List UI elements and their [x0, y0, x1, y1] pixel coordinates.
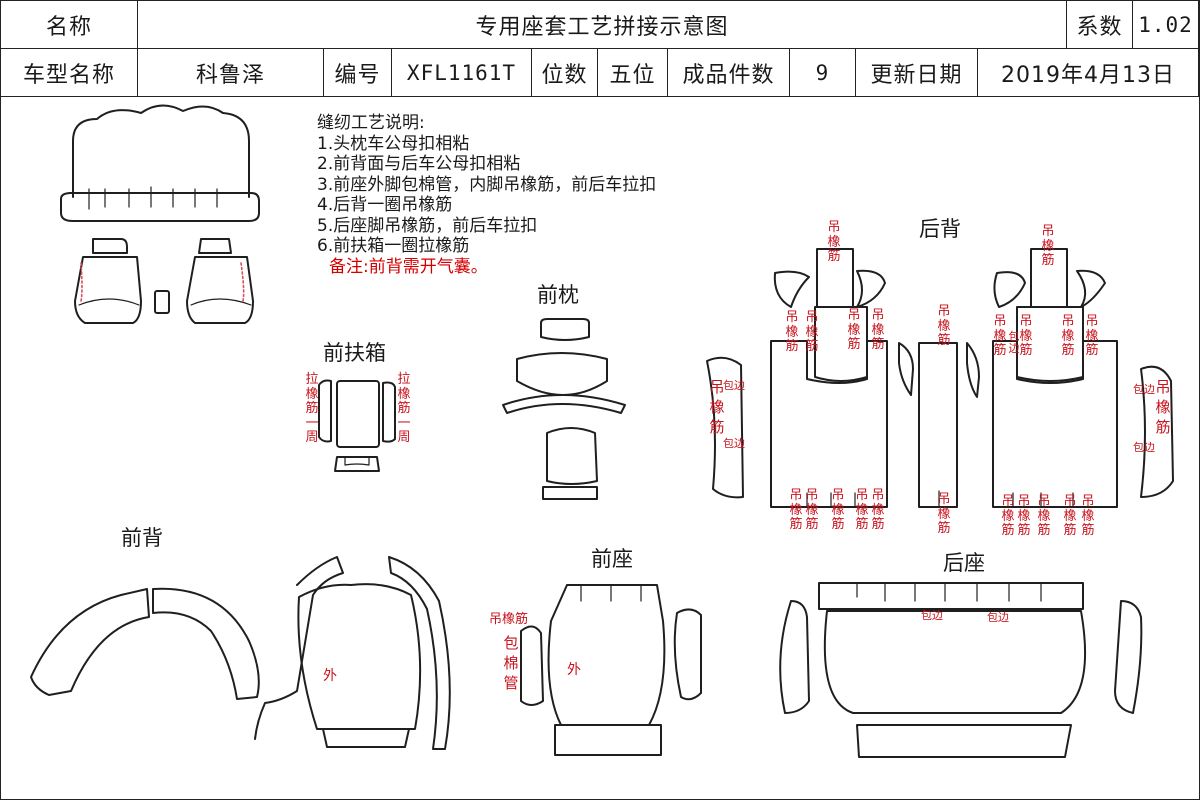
label-pull-elastic-loop: 拉橡筋一周: [305, 372, 319, 445]
code-label: 编号: [324, 49, 392, 97]
label-hang-elastic: 吊橡筋: [831, 488, 845, 532]
label-binding: 包边: [1133, 441, 1155, 454]
label-hang-elastic: 吊橡筋: [855, 488, 869, 532]
note-item: 4.后背一圈吊橡筋: [317, 195, 453, 215]
label-hang-elastic: 吊橡筋: [1019, 314, 1033, 358]
notes-remark: 备注:前背需开气囊。: [329, 256, 488, 277]
label-hang-elastic: 吊橡筋: [1085, 314, 1099, 358]
label-hang-elastic: 吊橡筋: [993, 314, 1007, 358]
sewing-notes: 缝纫工艺说明: 1.头枕车公母扣相粘 2.前背面与后车公母扣相粘 3.前座外脚包…: [317, 113, 656, 277]
header-table: 名称 专用座套工艺拼接示意图 系数 1.02 车型名称 科鲁泽 编号 XFL11…: [1, 1, 1199, 97]
label-hang-elastic: 吊橡筋: [489, 612, 529, 627]
coef-label: 系数: [1067, 1, 1133, 49]
label-binding: 包边: [987, 611, 1009, 624]
label-wrap-tube: 包棉管: [503, 634, 519, 692]
note-item: 5.后座脚吊橡筋，前后车拉扣: [317, 215, 538, 236]
model-label: 车型名称: [1, 49, 138, 97]
label-hang-elastic: 吊橡筋: [871, 488, 885, 532]
note-item: 1.头枕车公母扣相粘: [317, 133, 470, 154]
label-binding: 包边: [1008, 330, 1020, 355]
label-outer: 外: [567, 662, 581, 678]
label-binding: 包边: [1133, 383, 1155, 396]
label-hang-elastic: 吊橡筋: [1155, 378, 1171, 436]
front-armrest-pattern: [318, 379, 396, 472]
rear-seat-pattern: [779, 582, 1143, 758]
label-hang-elastic: 吊橡筋: [827, 220, 841, 264]
label-outer: 外: [323, 668, 337, 684]
label-hang-elastic: 吊橡筋: [789, 488, 803, 532]
code-value: XFL1161T: [392, 49, 532, 97]
section-title-rear-back: 后背: [919, 217, 961, 241]
front-headrest-pattern: [502, 318, 626, 500]
date-value: 2019年4月13日: [978, 49, 1199, 97]
pieces-label: 成品件数: [668, 49, 790, 97]
model-value: 科鲁泽: [138, 49, 324, 97]
label-hang-elastic: 吊橡筋: [1041, 224, 1055, 268]
pieces-value: 9: [790, 49, 856, 97]
note-item: 6.前扶箱一圈拉橡筋: [317, 236, 470, 256]
front-seat-pattern: [520, 584, 702, 756]
pattern-drawing: [30, 104, 1174, 758]
label-hang-elastic: 吊橡筋: [847, 308, 861, 352]
label-hang-elastic: 吊橡筋: [871, 308, 885, 352]
section-title-front-seat: 前座: [591, 547, 633, 571]
label-hang-elastic: 吊橡筋: [937, 492, 951, 536]
date-label: 更新日期: [856, 49, 978, 97]
notes-heading: 缝纫工艺说明:: [317, 113, 425, 133]
note-item: 2.前背面与后车公母扣相粘: [317, 154, 521, 174]
label-hang-elastic: 吊橡筋: [937, 304, 951, 348]
seats-label: 位数: [532, 49, 598, 97]
doc-title: 专用座套工艺拼接示意图: [138, 1, 1067, 49]
label-pull-elastic-loop: 拉橡筋一周: [397, 372, 411, 445]
label-hang-elastic: 吊橡筋: [805, 310, 819, 354]
label-binding: 包边: [723, 379, 745, 392]
section-title-rear-seat: 后座: [943, 551, 985, 575]
coef-value: 1.02: [1133, 1, 1199, 49]
label-hang-elastic: 吊橡筋: [805, 488, 819, 532]
section-title-front-armrest: 前扶箱: [323, 341, 386, 365]
label-hang-elastic: 吊橡筋: [1001, 494, 1015, 538]
rear-back-pattern: [706, 248, 1174, 508]
seats-value: 五位: [598, 49, 668, 97]
note-item: 3.前座外脚包棉管，内脚吊橡筋，前后车拉扣: [317, 174, 657, 195]
label-hang-elastic: 吊橡筋: [1061, 314, 1075, 358]
name-label: 名称: [1, 1, 138, 49]
label-hang-elastic: 吊橡筋: [1063, 494, 1077, 538]
section-title-front-headrest: 前枕: [537, 283, 579, 307]
label-binding: 包边: [921, 609, 943, 622]
front-back-pattern: [30, 556, 451, 750]
label-hang-elastic: 吊橡筋: [1037, 494, 1051, 538]
label-hang-elastic: 吊橡筋: [1081, 494, 1095, 538]
label-hang-elastic: 吊橡筋: [709, 378, 725, 436]
label-hang-elastic: 吊橡筋: [1017, 494, 1031, 538]
label-binding: 包边: [723, 437, 745, 450]
label-hang-elastic: 吊橡筋: [785, 310, 799, 354]
section-title-front-back: 前背: [121, 526, 163, 550]
seat-overview-illustration: [60, 104, 260, 324]
